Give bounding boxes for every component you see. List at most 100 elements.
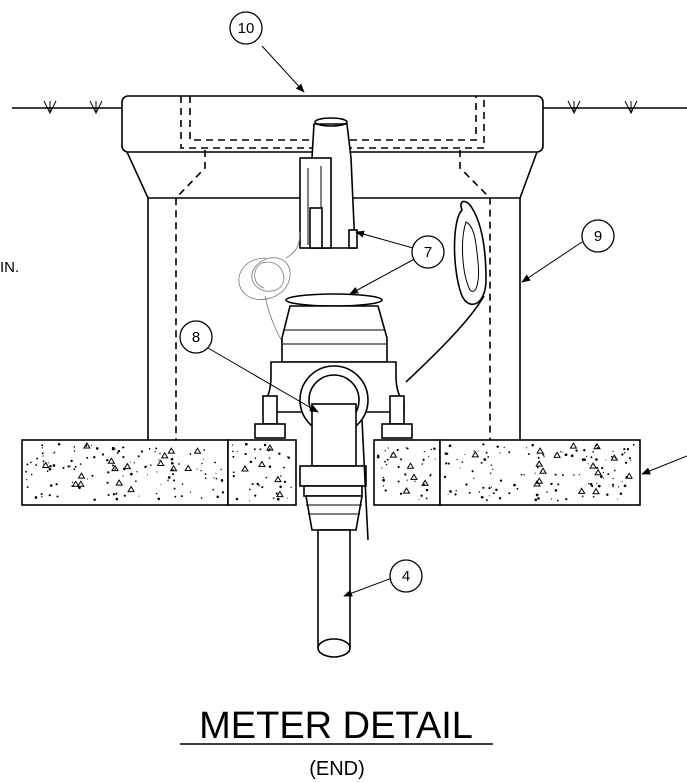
concrete-aggregate — [184, 464, 193, 471]
concrete-speck — [136, 471, 138, 473]
concrete-speck — [623, 451, 626, 454]
concrete-speck — [107, 493, 110, 497]
concrete-speck — [537, 497, 540, 500]
concrete-speck — [231, 444, 234, 446]
concrete-speck — [581, 495, 584, 498]
concrete-speck — [261, 486, 264, 489]
concrete-speck — [275, 492, 278, 495]
concrete-speck — [268, 465, 272, 468]
concrete-speck — [86, 456, 89, 459]
concrete-aggregate — [276, 490, 284, 498]
concrete-speck — [140, 450, 144, 453]
concrete-speck — [232, 455, 235, 458]
concrete-speck — [130, 472, 133, 476]
concrete-speck — [397, 465, 400, 469]
concrete-speck — [70, 459, 73, 463]
concrete-speck — [259, 448, 262, 451]
concrete-speck — [258, 484, 260, 487]
concrete-speck — [251, 483, 254, 486]
concrete-speck — [503, 446, 505, 449]
concrete-speck — [487, 456, 490, 458]
concrete-speck — [74, 465, 77, 468]
wire-coil — [405, 200, 487, 383]
concrete-speck — [215, 472, 217, 474]
concrete-speck — [520, 473, 523, 476]
concrete-speck — [423, 450, 426, 453]
ground-line — [12, 100, 687, 115]
concrete-speck — [147, 474, 149, 476]
concrete-speck — [527, 453, 530, 456]
concrete-speck — [86, 478, 88, 480]
concrete-aggregate — [127, 485, 135, 493]
concrete-speck — [49, 484, 53, 487]
concrete-speck — [543, 456, 545, 458]
concrete-speck — [290, 486, 292, 488]
concrete-speck — [155, 492, 158, 495]
concrete-speck — [447, 462, 450, 465]
concrete-speck — [263, 443, 267, 447]
concrete-speck — [444, 452, 448, 455]
concrete-speck — [52, 464, 56, 467]
concrete-speck — [78, 486, 81, 489]
concrete-speck — [129, 461, 132, 463]
concrete-speck — [160, 483, 162, 485]
concrete-speck — [560, 451, 562, 453]
concrete-speck — [150, 464, 152, 466]
concrete-speck — [244, 452, 247, 456]
concrete-speck — [465, 483, 468, 486]
concrete-speck — [610, 455, 613, 458]
callout-10: 10 — [229, 11, 263, 45]
concrete-speck — [286, 497, 288, 499]
concrete-speck — [499, 452, 501, 454]
concrete-speck — [581, 458, 585, 461]
concrete-speck — [101, 453, 105, 456]
concrete-speck — [596, 482, 598, 485]
concrete-speck — [196, 468, 198, 470]
concrete-speck — [537, 456, 540, 459]
concrete-speck — [278, 452, 281, 455]
concrete-speck — [387, 447, 389, 449]
concrete-speck — [587, 463, 589, 465]
concrete-aggregate — [471, 450, 480, 458]
concrete-speck — [471, 470, 474, 473]
concrete-speck — [200, 497, 203, 499]
concrete-speck — [254, 494, 257, 497]
concrete-speck — [406, 447, 409, 450]
concrete-aggregate — [535, 460, 544, 467]
callout-8: 8 — [179, 320, 213, 354]
concrete-speck — [235, 497, 239, 501]
grass-symbol — [43, 100, 638, 115]
concrete-speck — [578, 474, 580, 476]
svg-text:4: 4 — [402, 568, 410, 585]
concrete-speck — [612, 485, 614, 488]
concrete-speck — [420, 494, 423, 497]
concrete-speck — [554, 489, 558, 492]
concrete-speck — [42, 455, 44, 457]
concrete-speck — [585, 455, 588, 458]
concrete-aggregate — [610, 454, 619, 461]
concrete-speck — [189, 491, 192, 493]
concrete-speck — [570, 454, 574, 458]
concrete-speck — [202, 458, 205, 460]
concrete-aggregate — [241, 465, 249, 472]
concrete-speck — [400, 458, 403, 461]
concrete-speck — [248, 488, 251, 491]
concrete-speck — [495, 488, 498, 492]
drawing-title: METER DETAIL — [199, 705, 473, 747]
concrete-speck — [591, 484, 594, 488]
concrete-speck — [254, 457, 257, 459]
concrete-aggregate — [160, 451, 169, 459]
concrete-speck — [170, 461, 174, 465]
concrete-speck — [62, 466, 65, 469]
concrete-speck — [483, 458, 487, 461]
concrete-speck — [447, 493, 449, 496]
concrete-aggregate — [535, 477, 544, 484]
concrete-speck — [459, 467, 461, 469]
concrete-speck — [551, 498, 553, 500]
concrete-speck — [496, 445, 499, 448]
concrete-speck — [30, 473, 33, 476]
concrete-speck — [122, 475, 124, 477]
concrete-speck — [531, 443, 534, 447]
concrete-speck — [399, 492, 403, 495]
